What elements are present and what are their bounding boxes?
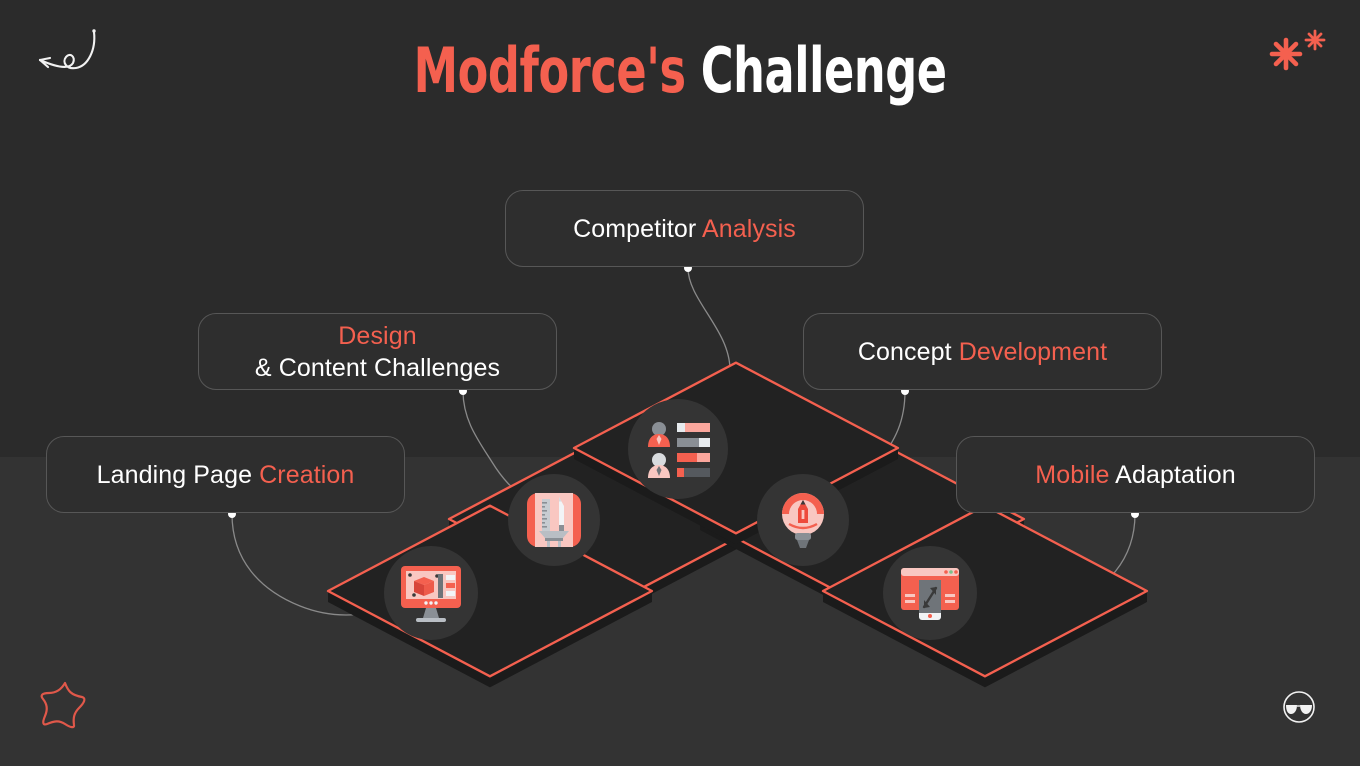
card-landing-accent: Creation bbox=[259, 460, 355, 489]
icon-circle-competitor[interactable] bbox=[628, 399, 728, 499]
card-mobile-plain: Adaptation bbox=[1109, 460, 1236, 489]
curved-loop-arrow-icon bbox=[38, 29, 96, 70]
card-mobile-text: Mobile Adaptation bbox=[1035, 459, 1235, 491]
page-title: Modforce's Challenge bbox=[413, 40, 946, 102]
responsive-resize-icon bbox=[901, 568, 959, 620]
card-competitor-text: Competitor Analysis bbox=[573, 213, 796, 245]
title-plain-text: Challenge bbox=[700, 34, 947, 107]
sparkle-asterisk-icon bbox=[1269, 29, 1326, 71]
title-accent: Modforce's bbox=[413, 34, 686, 107]
card-landing-page-creation[interactable]: Landing Page Creation bbox=[46, 436, 405, 513]
card-competitor-accent: Analysis bbox=[702, 214, 796, 243]
icon-circle-concept[interactable] bbox=[757, 474, 849, 566]
card-design-text: Design & Content Challenges bbox=[255, 320, 500, 384]
card-concept-accent: Development bbox=[958, 337, 1108, 366]
card-concept-plain: Concept bbox=[857, 337, 959, 366]
title-container: Modforce's Challenge bbox=[0, 40, 1360, 102]
card-concept-text: Concept Development bbox=[858, 336, 1107, 368]
card-competitor-analysis[interactable]: Competitor Analysis bbox=[505, 190, 864, 267]
lightbulb-pen-icon bbox=[782, 493, 824, 548]
competitor-analysis-icon bbox=[648, 422, 710, 478]
connector-path-competitor bbox=[680, 267, 731, 421]
card-mobile-adaptation[interactable]: Mobile Adaptation bbox=[956, 436, 1315, 513]
card-landing-text: Landing Page Creation bbox=[97, 459, 355, 491]
sunglasses-logo-icon[interactable] bbox=[1281, 689, 1317, 725]
monitor-cube-icon bbox=[401, 566, 461, 622]
card-design-accent: Design bbox=[338, 321, 417, 350]
card-design-content-challenges[interactable]: Design & Content Challenges bbox=[198, 313, 557, 390]
design-tools-icon bbox=[527, 493, 581, 547]
outlined-star-icon bbox=[40, 681, 86, 729]
card-landing-plain: Landing Page bbox=[96, 460, 260, 489]
card-mobile-accent: Mobile bbox=[1035, 460, 1110, 489]
icon-circle-landing[interactable] bbox=[384, 546, 478, 640]
card-design-line2: & Content Challenges bbox=[254, 353, 501, 382]
icon-circle-design[interactable] bbox=[508, 474, 600, 566]
icon-circle-mobile[interactable] bbox=[883, 546, 977, 640]
card-concept-development[interactable]: Concept Development bbox=[803, 313, 1162, 390]
title-plain bbox=[686, 34, 701, 107]
card-competitor-plain: Competitor bbox=[573, 214, 703, 243]
